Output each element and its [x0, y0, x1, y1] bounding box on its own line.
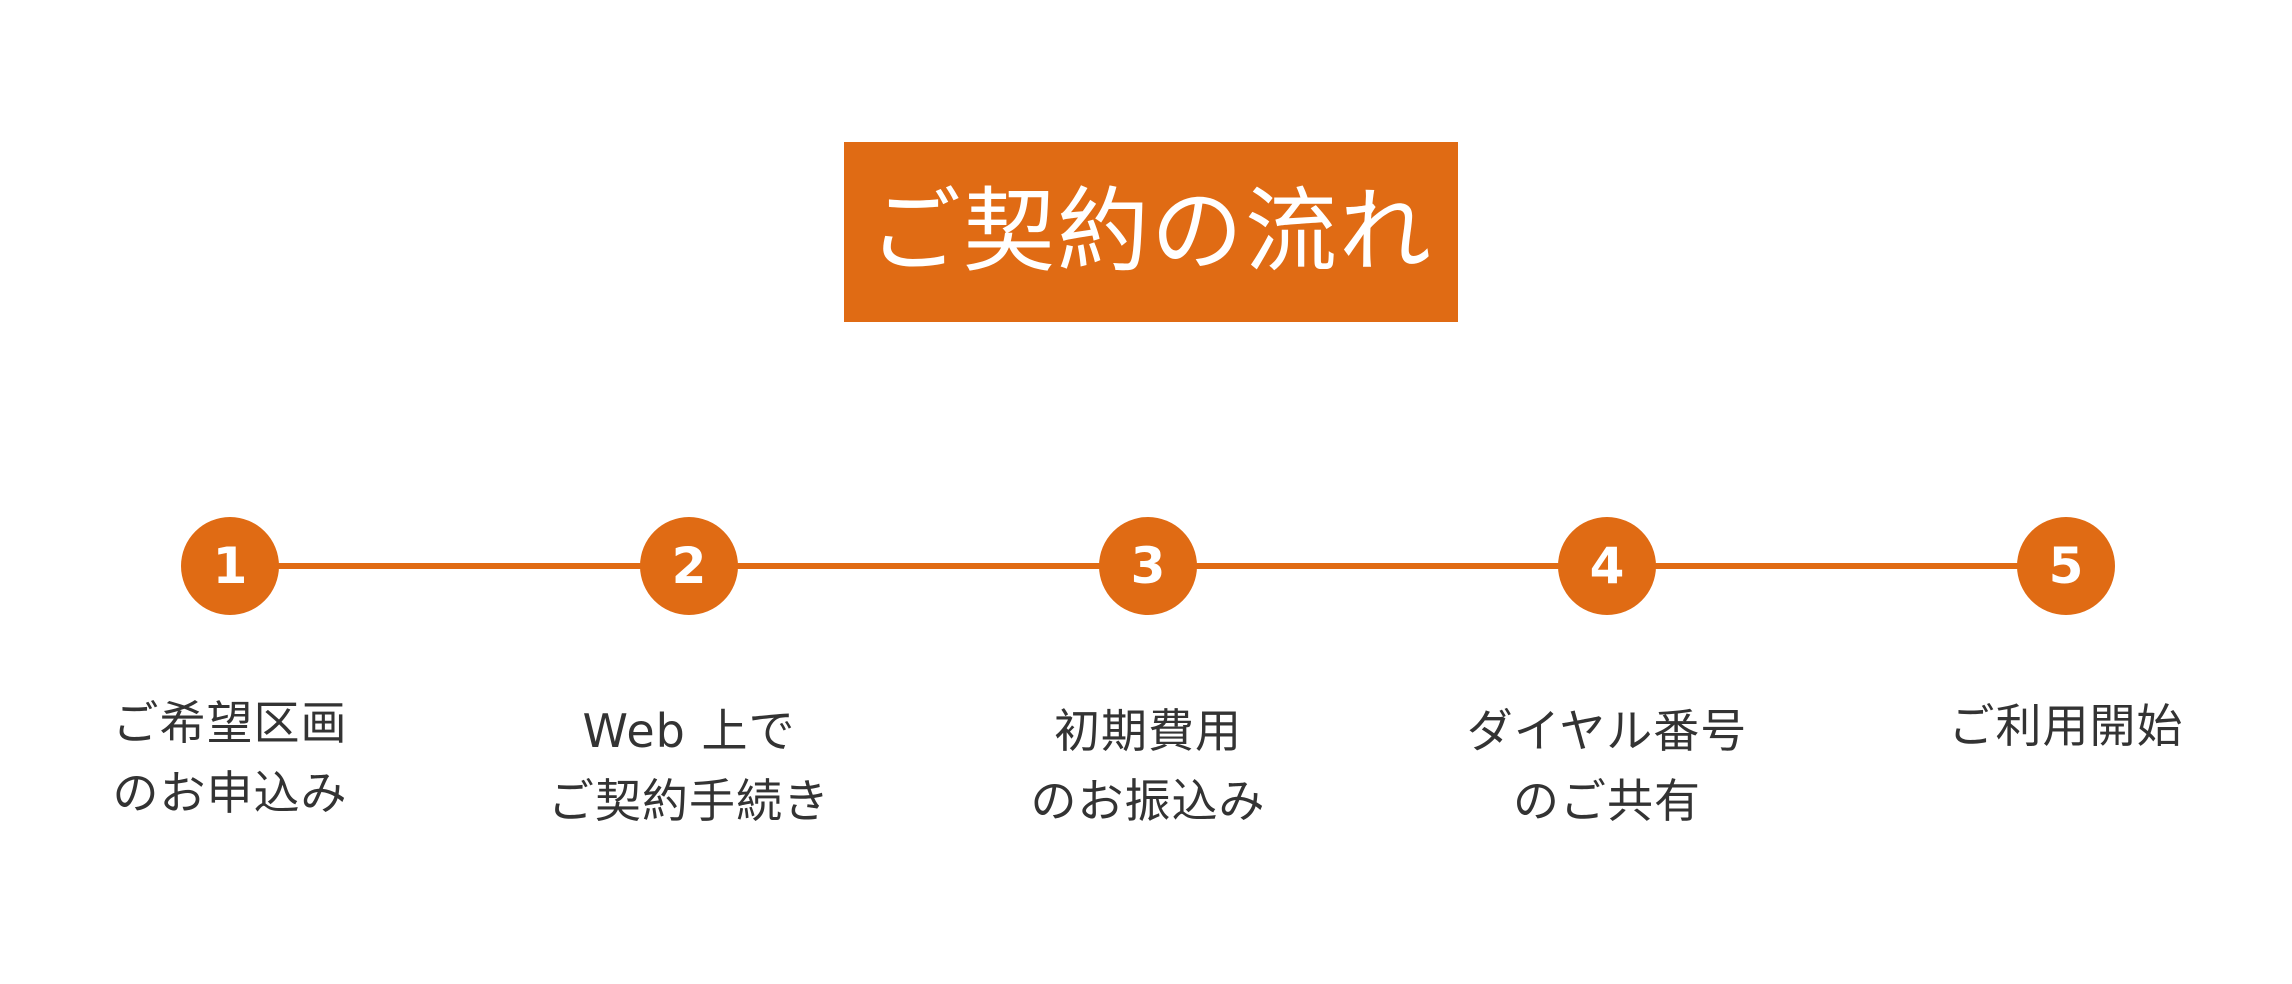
step-2-number: 2	[671, 537, 707, 595]
step-3-circle: 3	[1099, 517, 1197, 615]
step-5-label-line-1: ご利用開始	[1948, 699, 2184, 753]
step-1-number: 1	[212, 537, 248, 595]
step-3-label-line-2: のお振込み	[1030, 774, 1266, 828]
step-1-label-line-2: のお申込み	[112, 766, 348, 820]
step-5-number: 5	[2048, 537, 2084, 595]
step-2-label: Web 上で ご契約手続き	[509, 696, 869, 836]
step-2-label-line-1: Web 上で	[582, 704, 796, 758]
step-1-circle: 1	[181, 517, 279, 615]
step-4-label: ダイヤル番号 のご共有	[1427, 696, 1787, 836]
step-5-label: ご利用開始	[1886, 691, 2246, 761]
step-3-label-line-1: 初期費用	[1054, 704, 1242, 758]
page-title: ご契約の流れ	[868, 178, 1433, 285]
step-1-label-line-1: ご希望区画	[112, 696, 348, 750]
title-banner: ご契約の流れ	[844, 142, 1458, 322]
step-4-label-line-1: ダイヤル番号	[1466, 704, 1748, 758]
step-5-circle: 5	[2017, 517, 2115, 615]
step-2-circle: 2	[640, 517, 738, 615]
step-4-circle: 4	[1558, 517, 1656, 615]
step-3-number: 3	[1130, 537, 1166, 595]
step-4-label-line-2: のご共有	[1513, 774, 1701, 828]
step-2-label-line-2: ご契約手続き	[548, 774, 830, 828]
step-3-label: 初期費用 のお振込み	[968, 696, 1328, 836]
step-1-label: ご希望区画 のお申込み	[50, 688, 410, 828]
step-4-number: 4	[1589, 537, 1625, 595]
